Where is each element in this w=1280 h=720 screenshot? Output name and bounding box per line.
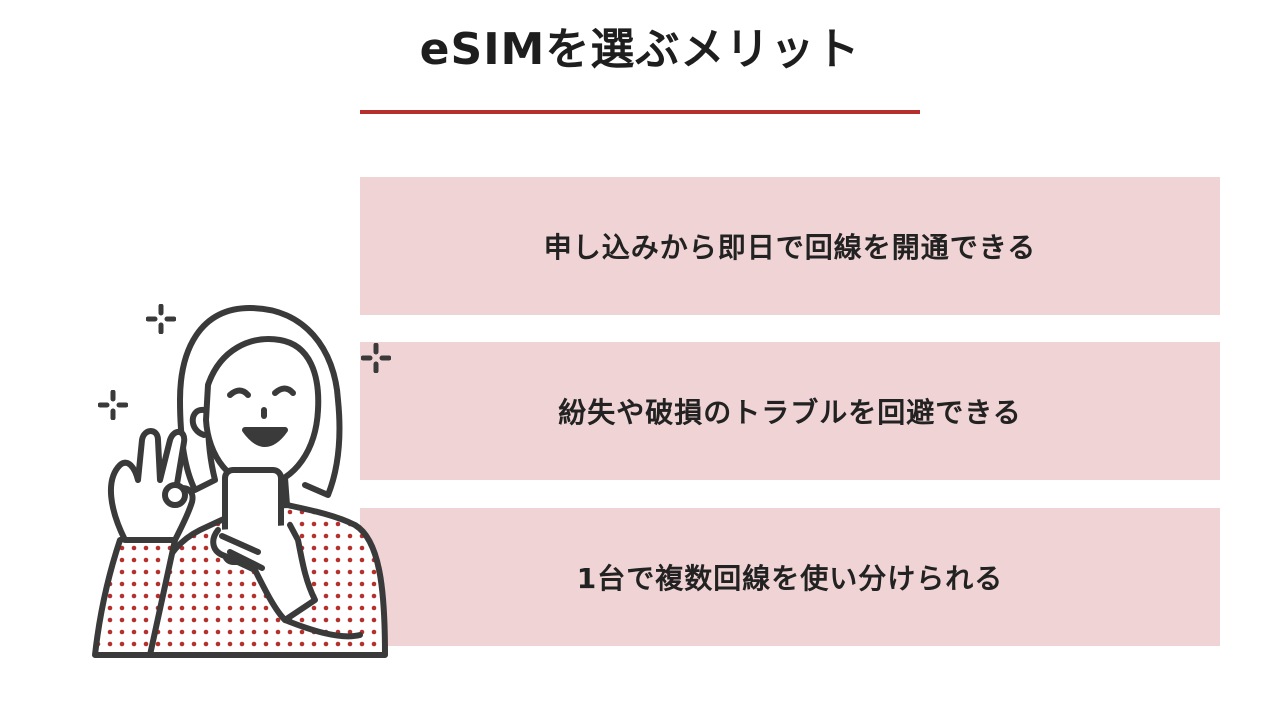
benefit-text-3: 1台で複数回線を使い分けられる xyxy=(576,562,1004,595)
slide-title: eSIMを選ぶメリット xyxy=(419,24,861,75)
sparkle-icon xyxy=(146,304,176,334)
sparkle-icon xyxy=(98,390,128,420)
benefit-card-2: 紛失や破損のトラブルを回避できる xyxy=(360,342,1220,480)
benefit-text-1: 申し込みから即日で回線を開通できる xyxy=(543,231,1037,264)
title-underline xyxy=(360,110,920,114)
sparkle-icon xyxy=(361,343,391,373)
woman-smartphone-illustration xyxy=(92,305,388,658)
benefit-card-1: 申し込みから即日で回線を開通できる xyxy=(360,177,1220,315)
benefit-text-2: 紛失や破損のトラブルを回避できる xyxy=(558,396,1022,429)
benefit-card-3: 1台で複数回線を使い分けられる xyxy=(360,508,1220,646)
